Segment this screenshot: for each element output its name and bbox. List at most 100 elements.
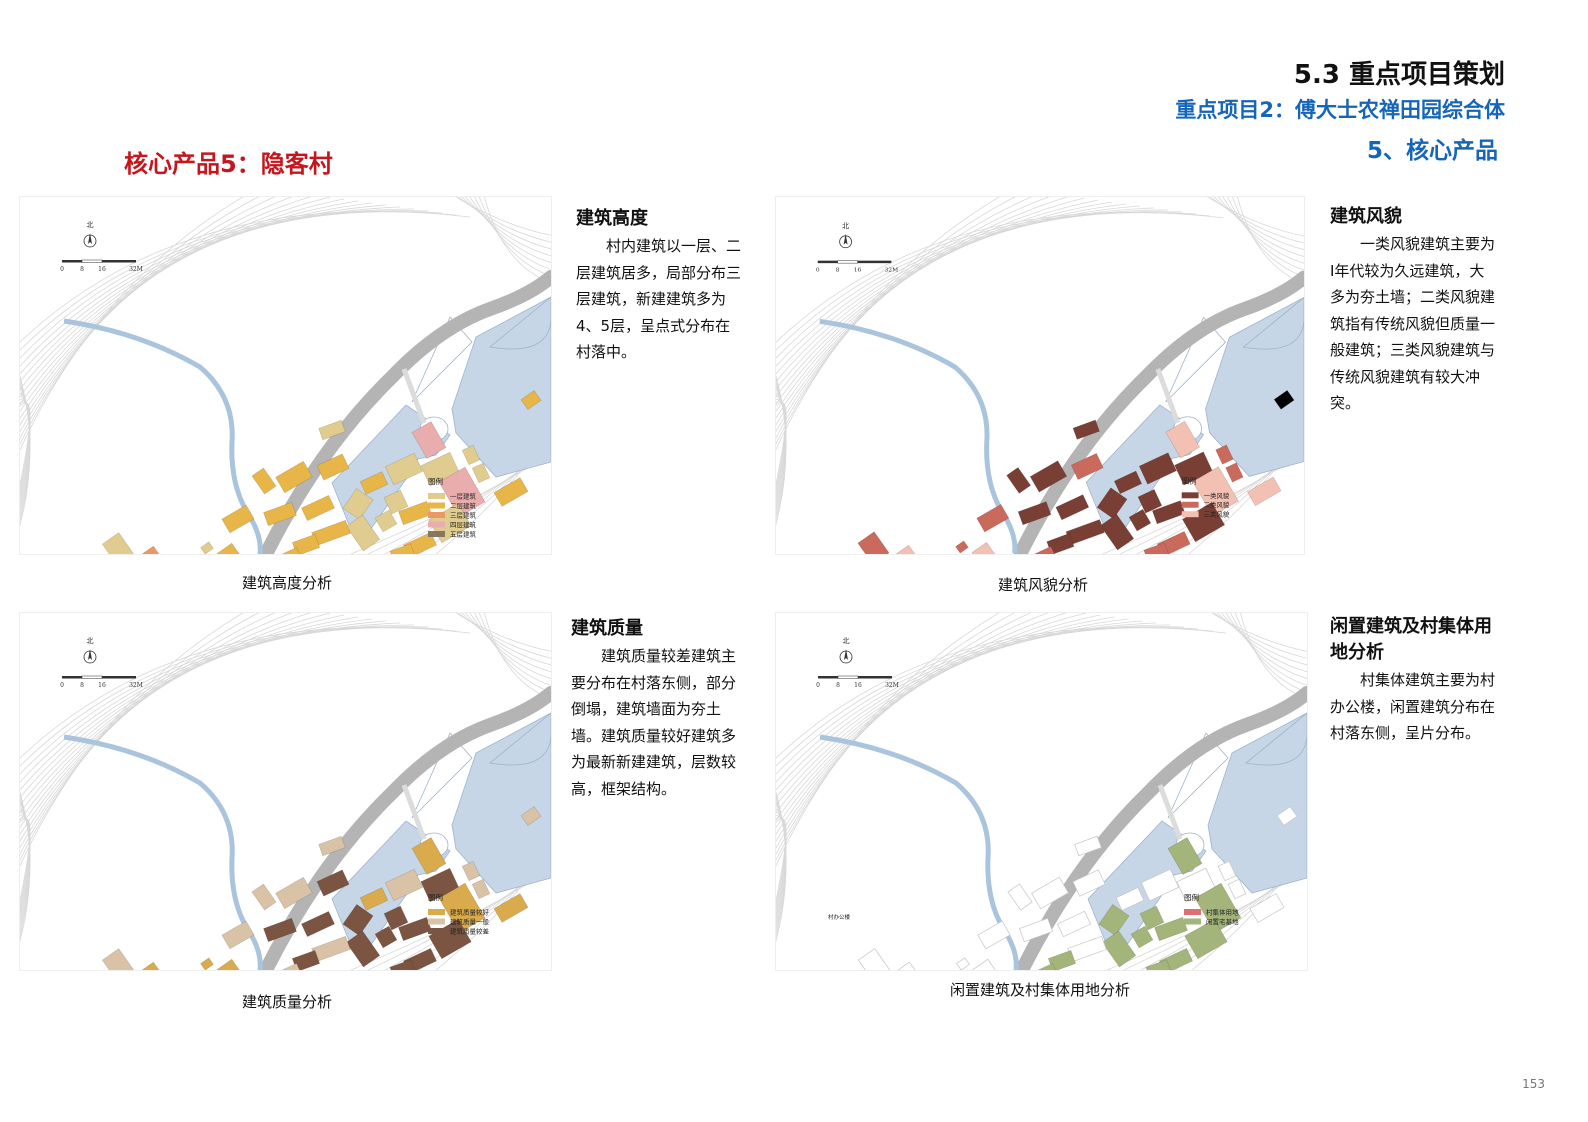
legend-swatch — [428, 928, 445, 934]
building — [1181, 502, 1226, 543]
building — [955, 540, 969, 554]
building — [318, 419, 346, 441]
building — [890, 961, 920, 970]
legend-label: 村集体用地 — [1206, 908, 1239, 917]
building — [520, 806, 542, 826]
building — [857, 531, 890, 554]
subsection-title: 5、核心产品 — [1366, 138, 1498, 164]
building — [1140, 868, 1180, 902]
legend-label: 四层建筑 — [450, 520, 477, 529]
building — [1099, 513, 1135, 551]
building — [977, 920, 1011, 950]
building — [1006, 466, 1032, 494]
building — [461, 860, 481, 882]
building — [384, 868, 424, 902]
legend-swatch — [1181, 492, 1199, 499]
building — [1137, 488, 1163, 514]
height-description: 村内建筑以一层、二层建筑居多，局部分布三层建筑，新建建筑多为4、5层，呈点式分布… — [576, 237, 742, 361]
building — [263, 501, 297, 527]
height-caption: 建筑高度分析 — [241, 574, 332, 592]
legend-swatch — [1181, 511, 1199, 518]
building — [216, 958, 242, 970]
building — [857, 948, 891, 970]
legend-label: 一类风貌 — [1204, 491, 1230, 500]
building — [318, 835, 346, 857]
building — [493, 477, 529, 507]
style-caption: 建筑风貌分析 — [997, 576, 1088, 594]
legend-title: 图例 — [1182, 475, 1197, 485]
building — [1055, 494, 1090, 521]
north-label: 北 — [843, 637, 850, 645]
building — [471, 878, 491, 900]
north-arrow-icon — [83, 233, 97, 248]
product-title: 核心产品5：隐客村 — [124, 150, 333, 178]
legend-label: 三类风貌 — [1204, 510, 1230, 519]
building — [134, 961, 164, 970]
building — [1128, 508, 1152, 532]
building — [216, 542, 242, 554]
scale-label: 0 — [816, 682, 820, 689]
building — [1225, 462, 1244, 483]
legend-swatch — [1184, 909, 1201, 915]
north-label: 北 — [87, 637, 94, 645]
building — [1072, 419, 1100, 440]
quality-caption: 建筑质量分析 — [241, 993, 332, 1011]
contour-lines — [20, 197, 551, 554]
building — [471, 462, 491, 484]
building — [1138, 452, 1177, 485]
building — [251, 467, 277, 495]
building — [1096, 487, 1128, 520]
branch-road — [1155, 368, 1181, 424]
building — [956, 957, 970, 970]
scale-label: 0 — [60, 266, 64, 273]
scale-bar — [62, 675, 136, 679]
building — [383, 905, 409, 931]
scale-bar — [62, 259, 136, 263]
building — [411, 837, 447, 875]
building — [1192, 466, 1239, 517]
building — [1070, 452, 1104, 481]
building — [1115, 887, 1145, 911]
building — [1072, 869, 1106, 897]
section-title: 5.3 重点项目策划 — [1293, 60, 1505, 90]
project-title: 重点项目2：傅大士农禅田园综合体 — [1175, 98, 1505, 122]
idle-heading: 闲置建筑及村集体用地分析 — [1330, 616, 1492, 663]
legend-swatch — [428, 918, 445, 925]
building — [342, 903, 374, 937]
north-label: 北 — [87, 221, 94, 229]
building — [300, 910, 336, 938]
building — [389, 543, 417, 554]
scale-label: 32M — [885, 682, 899, 689]
north-arrow-icon — [839, 233, 852, 249]
style-heading: 建筑风貌 — [1330, 206, 1402, 227]
scale-label: 32M — [129, 266, 143, 273]
building — [1276, 806, 1298, 826]
building — [374, 925, 398, 949]
building — [520, 390, 542, 410]
legend-label: 三层建筑 — [450, 511, 477, 520]
scale-label: 8 — [836, 267, 840, 274]
building — [1019, 917, 1053, 943]
style-description: 一类风貌建筑主要为Ⅰ年代较为久远建筑，大多为夯土墙；二类风貌建筑指有传统风貌但质… — [1330, 235, 1496, 412]
scale-label: 0 — [816, 267, 820, 274]
scale-label: 8 — [80, 682, 84, 689]
building — [342, 487, 374, 521]
building — [134, 545, 164, 554]
height-heading: 建筑高度 — [576, 208, 648, 229]
legend-title: 图例 — [1184, 892, 1199, 902]
legend-swatch — [428, 502, 445, 509]
building — [101, 948, 135, 970]
legend-swatch — [1181, 501, 1199, 508]
idle-description: 村集体建筑主要为村办公楼，闲置建筑分布在村落东侧，呈片分布。 — [1330, 671, 1496, 742]
building — [1033, 962, 1059, 970]
buildings — [857, 389, 1295, 554]
building — [1139, 905, 1165, 931]
river — [819, 734, 1019, 970]
